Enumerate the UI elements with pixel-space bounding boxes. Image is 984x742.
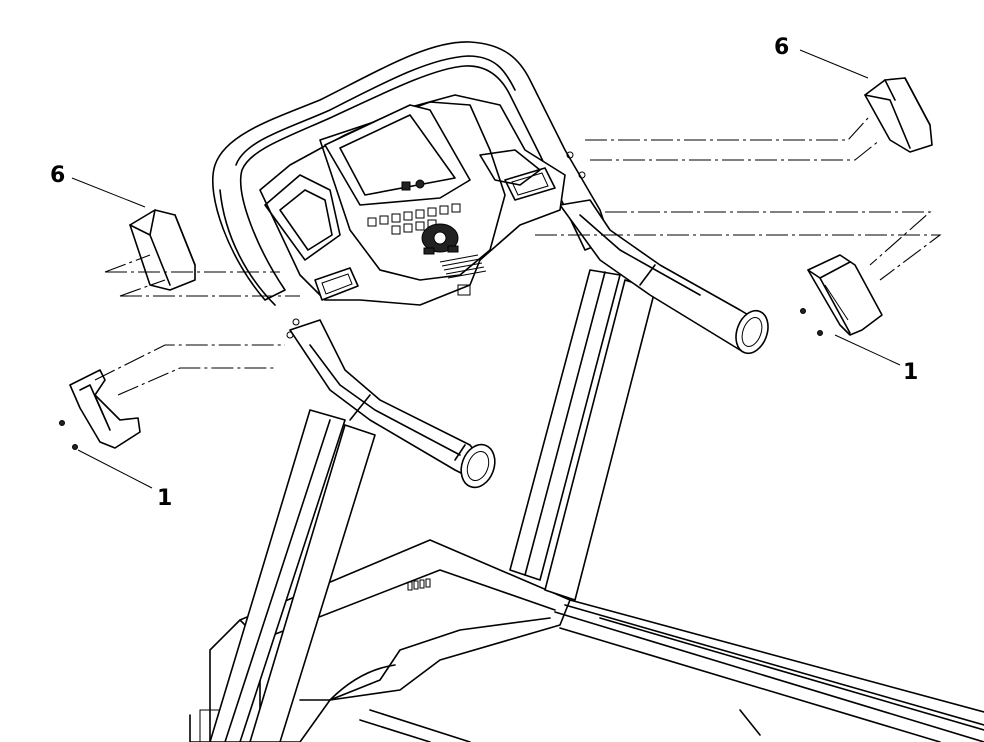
- assembly-guide-lines: [94, 117, 942, 396]
- speaker-grille: [439, 254, 487, 296]
- right-grip-end-cap: [735, 309, 769, 355]
- callout-1-right: 1: [903, 360, 918, 385]
- left-grip-end-cap: [460, 443, 496, 489]
- hood-vent-slots: [407, 578, 431, 591]
- lcd-display: [324, 104, 471, 206]
- left-hand-pulse-pad: [314, 267, 359, 301]
- callout-1-left: 1: [157, 486, 172, 511]
- console: [259, 94, 586, 339]
- callout-6-left: 6: [50, 163, 65, 188]
- upright-left: [209, 409, 376, 742]
- callout-leaders: [71, 49, 901, 489]
- handlebar-frame: [211, 41, 769, 489]
- navigation-dpad-icon: [421, 223, 459, 255]
- part-6-right-cover: [864, 77, 933, 153]
- part-1-left-bracket: [59, 369, 141, 450]
- part-1-right-bracket: [800, 254, 883, 336]
- upright-right: [509, 269, 656, 601]
- part-6-left-cover: [129, 209, 196, 291]
- console-top-dial-icon: [415, 179, 425, 189]
- callout-6-top-right: 6: [774, 35, 789, 60]
- console-top-icon: [401, 181, 411, 191]
- treadmill-deck: [189, 539, 984, 742]
